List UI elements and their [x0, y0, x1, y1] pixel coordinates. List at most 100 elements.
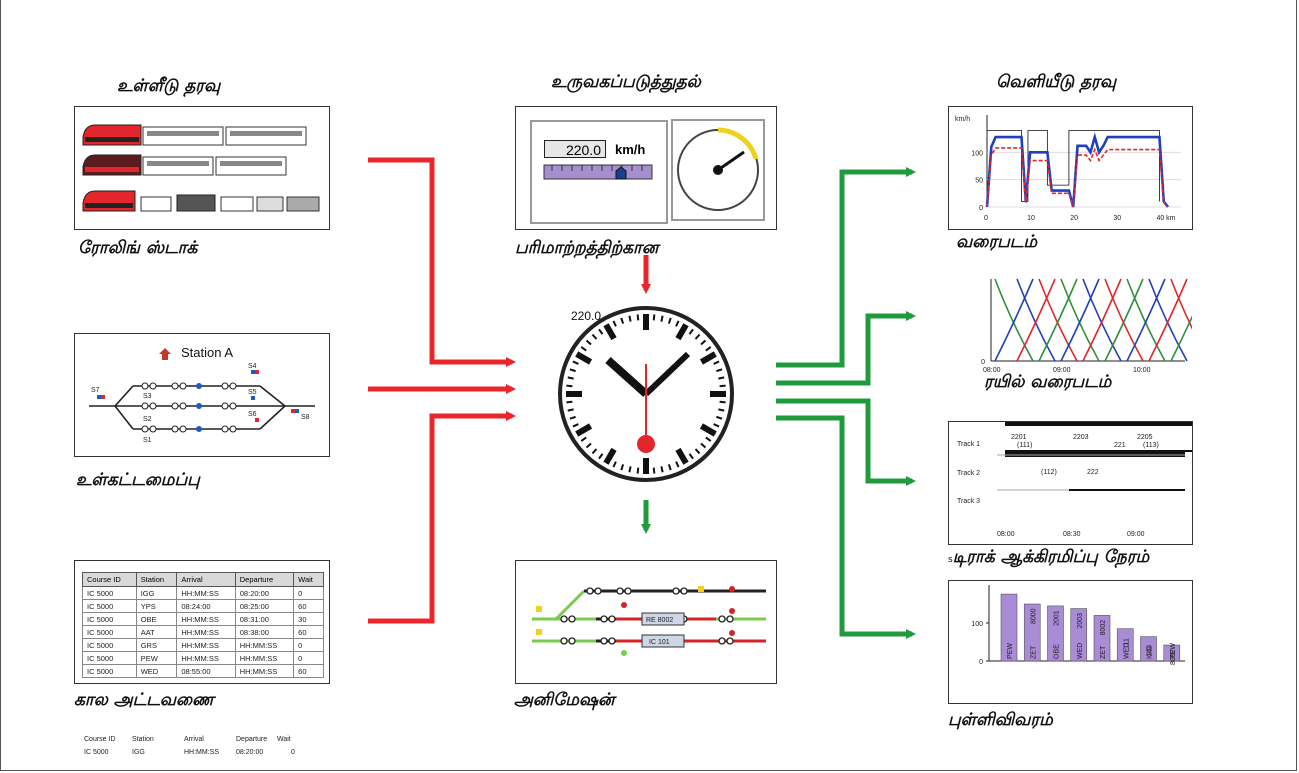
track-1-label: Track 1: [957, 441, 980, 448]
clock-minute-tick: [585, 442, 592, 449]
speed-xtick: 40 km: [1156, 215, 1175, 222]
speed-display-box: [530, 120, 668, 224]
station-clock: [558, 306, 734, 482]
train-112: (112): [1041, 469, 1057, 476]
clock-value: 220.0: [571, 309, 602, 323]
clock-minute-tick: [667, 317, 672, 324]
clock-hour-tick: [603, 323, 617, 341]
conversion-label: பரிமாற்றத்திற்கான: [515, 238, 659, 258]
train-path: [1104, 278, 1144, 362]
animation-panel: RE 8002 IC 101: [515, 560, 777, 684]
clock-minute-tick: [628, 315, 632, 322]
train-path: [1170, 278, 1192, 330]
timetable-cell: IC 5000: [82, 664, 137, 678]
stats-bar-label: 2001: [1054, 610, 1061, 626]
conversion-panel: 220.0 km/h: [515, 106, 777, 230]
speed-xtick: 30: [1113, 215, 1121, 222]
stats-bar-label: 8002: [1100, 620, 1107, 636]
train-path: [1016, 278, 1056, 362]
clock-minute-tick: [705, 436, 712, 442]
occupancy-prefix: s: [948, 555, 953, 565]
signal-s3: S3: [143, 393, 152, 400]
output-heading: வெளியீடு தரவு: [996, 72, 1117, 92]
arrow-rolling-to-clock: [368, 157, 516, 367]
clock-hour-tick: [699, 423, 717, 437]
stats-category: WED: [1077, 643, 1084, 659]
clock-hour-tick: [575, 423, 593, 437]
speed-limit-line: [987, 130, 1160, 202]
rolling-stock-label: ரோலிங் ஸ்டாக்: [78, 238, 198, 258]
clock-minute-tick: [591, 448, 598, 455]
arrow-to-graph: [776, 167, 916, 368]
speed-value: 220.0: [544, 140, 606, 158]
stats-category: PEW: [1007, 643, 1014, 659]
train-path: [1148, 278, 1188, 362]
train-path: [1104, 278, 1144, 362]
mini-cell-wait: 0: [291, 749, 295, 756]
speed-xtick: 20: [1070, 215, 1078, 222]
occupancy-xtick-0830: 08:30: [1063, 531, 1081, 538]
train-path: [1082, 278, 1122, 362]
stats-category: OBE: [1054, 644, 1061, 659]
mini-cell-departure: 08:20:00: [236, 749, 264, 756]
track-layout: S7 S8 S4 S5 S6 S3 S2 S1: [89, 348, 315, 444]
train-path: [1126, 278, 1166, 362]
train-111: (111): [1017, 442, 1032, 449]
clock-minute-tick: [719, 400, 726, 404]
clock-hour-hand: [605, 357, 649, 397]
train-path: [1148, 278, 1188, 362]
clock-minute-tick: [718, 376, 725, 380]
train-221: 221: [1114, 442, 1126, 449]
timetable-cell: HH:MM:SS: [234, 664, 295, 678]
clock-minute-tick: [569, 415, 576, 420]
mini-header-departure: Departure: [236, 736, 268, 743]
stats-category: ZET: [1100, 645, 1107, 659]
train-path: [1016, 278, 1056, 362]
clock-hour-tick: [575, 351, 593, 365]
station-name: Station A: [181, 345, 234, 360]
clock-hour-tick: [699, 351, 717, 365]
clock-minute-tick: [566, 400, 573, 404]
clock-minute-tick: [652, 314, 656, 321]
speed-xtick: 0: [984, 215, 988, 222]
clock-minute-tick: [569, 368, 576, 373]
mini-cell-arrival: HH:MM:SS: [184, 749, 219, 756]
signal-s8: S8: [301, 414, 310, 421]
train-graph-xtick: 09:00: [1053, 367, 1071, 374]
stats-bar: [1093, 615, 1111, 662]
clock-minute-tick: [675, 320, 680, 327]
clock-minute-tick: [612, 461, 617, 468]
speed-series-1: [986, 147, 1169, 208]
occupancy-label-row: sடிராக் ஆக்கிரமிப்பு நேரம்: [948, 547, 1149, 569]
rolling-stock-illustration: [82, 124, 320, 212]
clock-minute-tick: [580, 436, 587, 442]
occupancy-xtick-0800: 08:00: [997, 531, 1015, 538]
timetable-header: Course ID: [82, 572, 137, 587]
train-graph-label: ரயில் வரைபடம்: [984, 372, 1112, 392]
stats-bar-label: 2003: [1077, 613, 1084, 629]
input-heading: உள்ளீடு தரவு: [117, 76, 221, 96]
stats-category: WED: [1123, 643, 1130, 659]
infrastructure-label: உள்கட்டமைப்பு: [76, 470, 200, 490]
clock-minute-tick: [694, 448, 701, 455]
train-2205: 2205: [1137, 434, 1153, 441]
train-path: [1170, 315, 1192, 362]
clock-hour-tick: [675, 447, 689, 465]
stats-category: IGG: [1147, 646, 1154, 659]
clock-minute-tick: [700, 442, 707, 449]
modeling-heading: உருவகப்படுத்துதல்: [551, 72, 701, 92]
clock-minute-tick: [667, 464, 672, 471]
train-113: (113): [1143, 442, 1159, 449]
clock-minute-tick: [620, 464, 625, 471]
clock-minute-tick: [700, 339, 707, 346]
train-path: [994, 278, 1034, 362]
clock-minute-tick: [694, 333, 701, 340]
occupancy-panel: Track 1 Track 2 Track 3 2201 2203 2205 (…: [948, 421, 1193, 545]
infrastructure-panel: S7 S8 S4 S5 S6 S3 S2 S1 Station A: [74, 333, 330, 457]
